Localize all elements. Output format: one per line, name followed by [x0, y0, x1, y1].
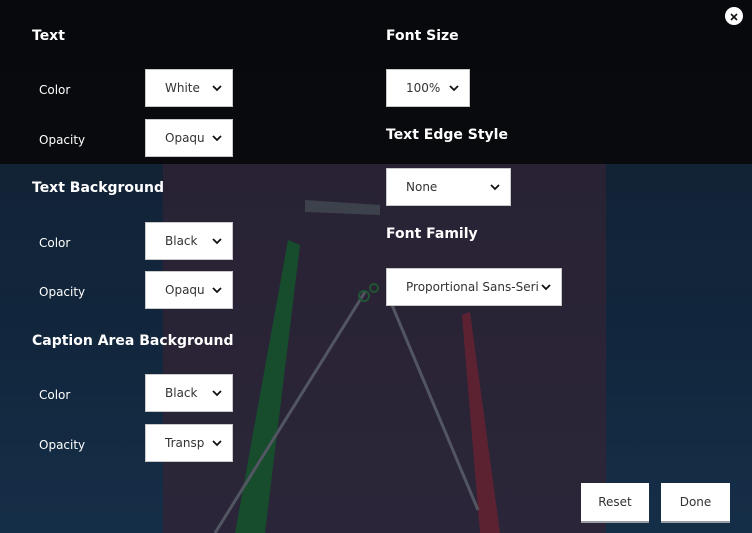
- close-button[interactable]: [725, 7, 743, 25]
- font-size-heading: Font Size: [386, 28, 459, 44]
- text-opacity-label: Opacity: [39, 133, 86, 147]
- chevron-down-icon: [447, 81, 461, 95]
- caption-area-color-value: Black: [165, 386, 198, 400]
- font-size-select[interactable]: 100%: [386, 69, 470, 107]
- caption-area-color-select[interactable]: Black: [145, 374, 233, 412]
- text-background-color-label: Color: [39, 236, 71, 250]
- text-section-heading: Text: [32, 28, 65, 44]
- font-family-heading: Font Family: [386, 226, 478, 242]
- font-size-value: 100%: [406, 81, 441, 95]
- close-icon: [729, 7, 739, 26]
- caption-area-opacity-label: Opacity: [39, 438, 86, 452]
- chevron-down-icon: [210, 234, 224, 248]
- text-edge-style-value: None: [406, 180, 438, 194]
- text-background-color-value: Black: [165, 234, 198, 248]
- text-color-select[interactable]: White: [145, 69, 233, 107]
- caption-area-opacity-select[interactable]: Transp: [145, 424, 233, 462]
- caption-area-opacity-value: Transp: [165, 436, 205, 450]
- caption-settings-lower-band: [0, 164, 752, 533]
- text-opacity-value: Opaqu: [165, 131, 205, 145]
- text-background-color-select[interactable]: Black: [145, 222, 233, 260]
- caption-area-color-label: Color: [39, 388, 71, 402]
- chevron-down-icon: [210, 436, 224, 450]
- caption-settings-top-band: [0, 0, 752, 164]
- caption-area-background-heading: Caption Area Background: [32, 333, 234, 349]
- chevron-down-icon: [210, 283, 224, 297]
- text-background-heading: Text Background: [32, 180, 165, 196]
- text-background-opacity-label: Opacity: [39, 285, 86, 299]
- video-scene-panel: [163, 160, 606, 533]
- reset-button[interactable]: Reset: [581, 483, 649, 521]
- text-color-value: White: [165, 81, 200, 95]
- done-button[interactable]: Done: [661, 483, 730, 521]
- text-background-opacity-value: Opaqu: [165, 283, 205, 297]
- text-edge-style-heading: Text Edge Style: [386, 127, 508, 143]
- chevron-down-icon: [210, 131, 224, 145]
- chevron-down-icon: [210, 386, 224, 400]
- chevron-down-icon: [488, 180, 502, 194]
- chevron-down-icon: [210, 81, 224, 95]
- font-family-select[interactable]: Proportional Sans-Serif: [386, 268, 562, 306]
- text-background-opacity-select[interactable]: Opaqu: [145, 271, 233, 309]
- text-opacity-select[interactable]: Opaqu: [145, 119, 233, 157]
- text-color-label: Color: [39, 83, 71, 97]
- chevron-down-icon: [539, 280, 553, 294]
- font-family-value: Proportional Sans-Serif: [406, 280, 539, 294]
- text-edge-style-select[interactable]: None: [386, 168, 511, 206]
